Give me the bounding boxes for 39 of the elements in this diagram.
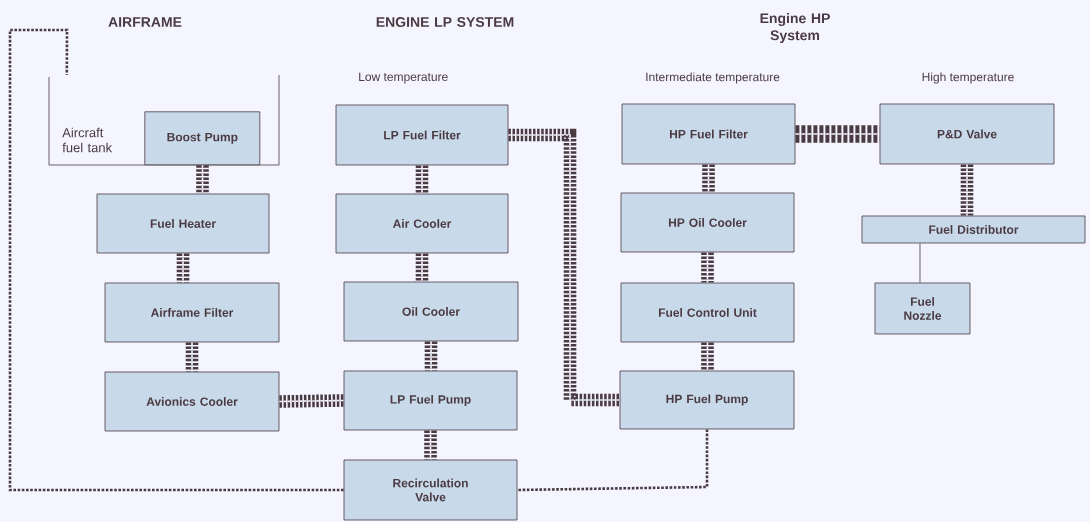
fuel-line [176,252,190,284]
component-box: Fuel Heater [96,193,270,254]
component-box: Oil Cooler [343,281,519,342]
fuel-line [701,251,714,284]
component-box: Avionics Cooler [104,371,280,432]
component-box: LP Fuel Filter [335,104,509,166]
temperature-note: Low temperature [359,72,448,84]
component-box: LP Fuel Pump [343,370,518,431]
component-box: P&D Valve [879,103,1055,165]
component-box: Airframe Filter [104,282,280,343]
fuel-line [517,429,709,492]
fuel-line [8,28,344,492]
temperature-note: Intermediate temperature [646,72,780,84]
component-box: Fuel Distributor [861,215,1086,244]
fuel-line [196,164,209,195]
section-heading: AIRFRAME [108,17,182,27]
fuel-line [185,341,199,373]
section-heading: ENGINE LP SYSTEM [376,17,514,27]
component-box: Fuel Nozzle [874,282,971,335]
fuel-line [701,341,714,372]
component-box: HP Fuel Filter [621,103,796,165]
fuel-line [415,252,429,283]
fuel-line [919,243,921,283]
section-heading: Engine HP System [760,12,830,43]
fuel-line [960,163,974,217]
fuel-line [702,163,715,194]
component-box: Air Cooler [335,193,509,254]
fuel-line [794,125,881,143]
fuel-line [424,429,437,461]
component-box: Boost Pump [144,111,261,166]
component-box: Recirculation Valve [343,459,518,521]
component-box: HP Oil Cooler [620,192,795,253]
fuel-line [507,128,621,407]
fuel-line [424,340,438,372]
component-box: Fuel Control Unit [620,282,795,343]
component-box: HP Fuel Pump [619,370,795,430]
temperature-note: High temperature [922,72,1014,84]
fuel-line [415,164,429,195]
fuel-line [278,394,345,408]
